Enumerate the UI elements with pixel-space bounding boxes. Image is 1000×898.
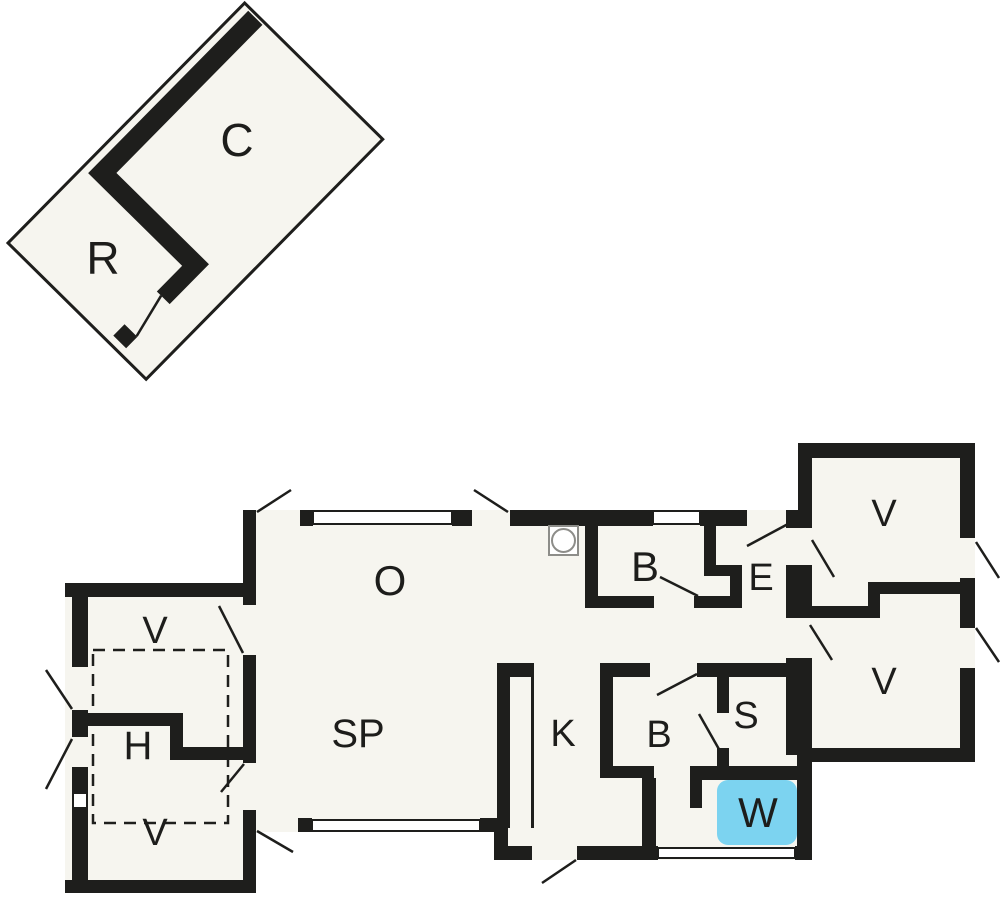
- door-swing-terrace-bottom: [974, 627, 1000, 663]
- floor-left-wing: [65, 583, 256, 893]
- room-label-v-left-top: V: [142, 610, 168, 652]
- door-swing-entrance: [746, 522, 789, 548]
- room-label-e: E: [748, 557, 774, 599]
- room-label-v-right-top: V: [871, 493, 897, 535]
- door-swing-bath-top: [659, 575, 699, 598]
- room-label-c: C: [220, 114, 254, 166]
- room-label-k: K: [550, 713, 576, 755]
- floor-right-wing: [798, 443, 975, 762]
- stove-square: [548, 525, 579, 556]
- door-swing-bath-bottom: [656, 672, 698, 697]
- door-swing-top-left: [256, 488, 292, 514]
- window-top-bath: [652, 510, 701, 525]
- door-swing-top-right: [473, 488, 509, 514]
- door-swing-bedroom-right-top: [810, 539, 836, 578]
- door-swing-loft-room: [220, 763, 245, 793]
- door-swing-left-b: [44, 738, 74, 790]
- window-bottom-right: [657, 847, 796, 859]
- window-left-wing: [72, 792, 88, 809]
- room-label-v-left-bottom: V: [142, 812, 168, 854]
- annexe-wall-segments: [88, 10, 263, 349]
- room-label-w: W: [738, 789, 778, 836]
- door-swing-bottom-entry: [541, 858, 577, 885]
- room-label-h: H: [123, 724, 153, 768]
- windows: [72, 510, 796, 859]
- room-label-s: S: [733, 695, 759, 737]
- room-label-b-top: B: [630, 543, 660, 590]
- door-swing-lines: [44, 488, 1000, 885]
- annexe-door-swing-line: [135, 295, 163, 337]
- room-label-r: R: [86, 232, 120, 284]
- loft-outline-dashed: [91, 648, 230, 825]
- door-swing-bottom-left: [256, 829, 294, 854]
- stove-circle: [551, 528, 576, 553]
- annexe-building: [5, 0, 385, 382]
- whirlpool-highlight[interactable]: [717, 780, 797, 845]
- door-swing-bedroom-left-top: [217, 605, 245, 654]
- door-swing-sauna: [697, 713, 722, 752]
- window-bottom-living: [311, 819, 481, 832]
- stove-symbol: [548, 525, 579, 556]
- main-wall-segments: [65, 443, 975, 893]
- room-label-o: O: [373, 557, 407, 604]
- kitchen-partition-core: [510, 677, 531, 828]
- room-label-b-bottom: B: [646, 714, 672, 756]
- room-label-v-right-bottom: V: [871, 661, 897, 703]
- door-swing-bedroom-right-bottom: [808, 624, 834, 661]
- window-top-living: [312, 510, 453, 525]
- door-swing-left-a: [44, 669, 74, 710]
- room-label-sp: SP: [331, 712, 385, 756]
- door-swing-terrace-top: [974, 541, 1000, 579]
- annexe-outline: [5, 0, 385, 382]
